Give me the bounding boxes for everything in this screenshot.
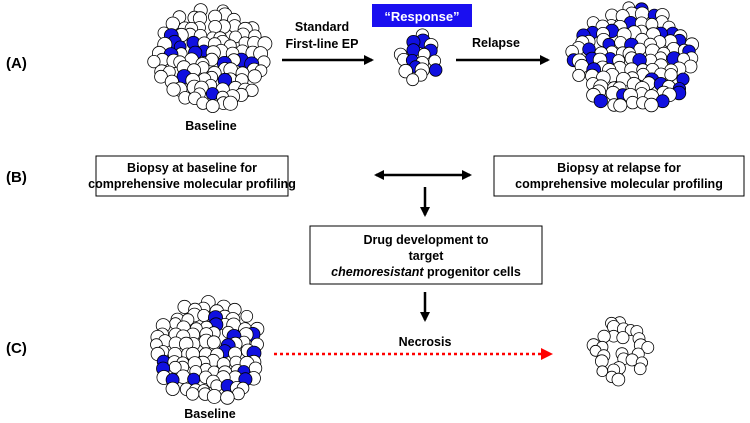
tumor-cell — [205, 99, 220, 113]
biopsy-relapse-line1: Biopsy at relapse for — [557, 161, 681, 175]
tumor-cell — [406, 73, 420, 87]
tumor-cell — [206, 335, 221, 350]
treatment-label-line2: First-line EP — [286, 37, 359, 51]
progenitor-cell — [429, 63, 443, 77]
tumor-cell — [616, 331, 630, 345]
tumor-cell — [208, 19, 222, 34]
tumor-cell — [611, 372, 626, 387]
drug-box-line1: Drug development to — [363, 233, 488, 247]
tumor-cell — [596, 365, 609, 378]
biopsy-relapse-line2: comprehensive molecular profiling — [515, 177, 723, 191]
tumor-cell — [185, 387, 200, 401]
biopsy-baseline-box — [95, 155, 289, 197]
treatment-label-line1: Standard — [295, 20, 349, 34]
tumor-cell — [247, 69, 262, 84]
baseline-label-c: Baseline — [184, 407, 235, 421]
baseline-label-a: Baseline — [185, 119, 236, 133]
tumor-cell — [572, 68, 586, 82]
tumor-cell — [165, 381, 180, 396]
relapse-label: Relapse — [472, 36, 520, 50]
drug-development-box — [309, 225, 543, 285]
tumor-necrotic-cluster — [586, 316, 655, 387]
tumor-cell — [222, 95, 238, 111]
row-label-a: (A) — [6, 55, 27, 72]
tumor-cell — [664, 68, 678, 82]
row-label-c: (C) — [6, 340, 27, 357]
tumor-relapse-cluster — [565, 1, 700, 113]
tumor-cell — [206, 388, 222, 404]
response-badge-text: “Response” — [384, 9, 459, 24]
tumor-cell — [147, 54, 161, 69]
row-label-b: (B) — [6, 169, 27, 186]
biopsy-baseline-line2: comprehensive molecular profiling — [88, 177, 296, 191]
response-badge — [372, 4, 472, 27]
drug-box-line3: chemoresistant progenitor cells — [331, 265, 521, 279]
drug-box-italic-word: chemoresistant — [331, 265, 424, 279]
tumor-cell — [641, 341, 655, 354]
tumor-baseline-cluster-c — [150, 295, 265, 405]
tumor-cell — [633, 362, 647, 376]
biopsy-baseline-line1: Biopsy at baseline for — [127, 161, 257, 175]
necrosis-label: Necrosis — [399, 335, 452, 349]
tumor-cell — [644, 97, 659, 113]
biopsy-relapse-box — [493, 155, 745, 197]
tumor-cell — [197, 308, 211, 322]
drug-box-line2: target — [409, 249, 445, 263]
tumor-cell — [240, 309, 254, 323]
tumor-cell — [166, 82, 181, 97]
tumor-cell — [597, 329, 611, 343]
tumor-response-cluster — [393, 28, 443, 87]
tumor-cell — [613, 98, 628, 113]
progenitor-cell — [593, 93, 608, 109]
drug-box-line3-rest: progenitor cells — [424, 265, 521, 279]
tumor-cell — [220, 390, 235, 405]
tumor-baseline-cluster — [147, 3, 273, 113]
